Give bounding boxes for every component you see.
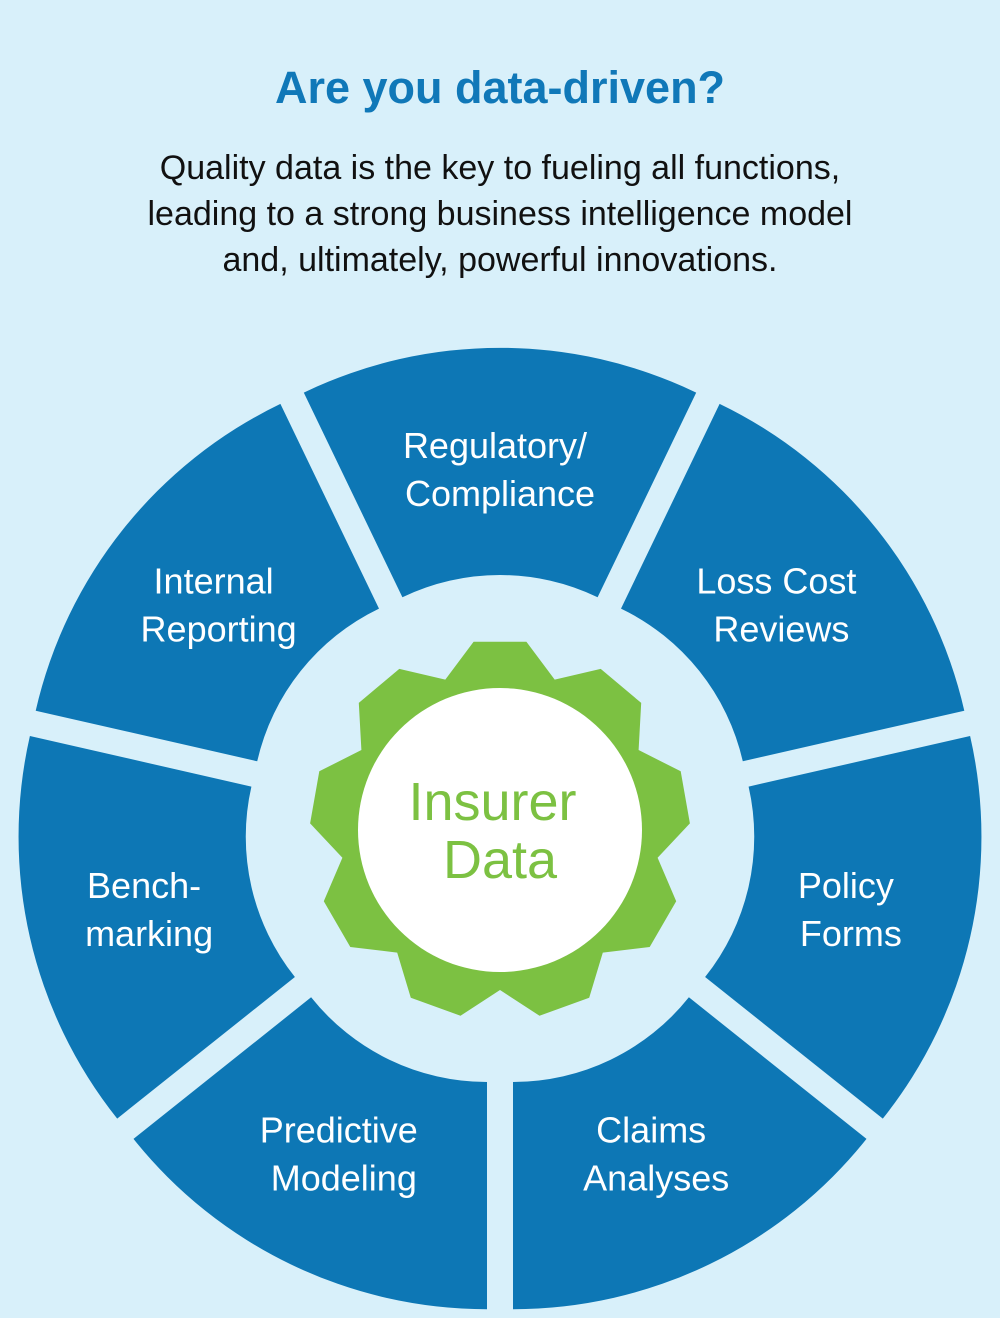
segment-shape-claims-analyses <box>513 997 867 1310</box>
segment-label-predictive-modeling: Predictive Modeling <box>260 1109 428 1198</box>
segment-loss-cost-reviews: Loss Cost Reviews <box>621 403 965 762</box>
segment-label-benchmarking: Bench- marking <box>85 865 213 954</box>
segment-label-line: Compliance <box>405 473 595 514</box>
segment-label-line: Regulatory/ <box>403 425 587 466</box>
segment-label-line: marking <box>85 913 213 954</box>
segment-benchmarking: Bench- marking <box>18 736 295 1119</box>
segment-shape-regulatory-compliance <box>303 347 697 598</box>
segment-label-line: Reviews <box>713 609 849 650</box>
segment-label-internal-reporting: Internal Reporting <box>141 561 297 650</box>
hub-center-circle <box>358 688 642 972</box>
hub: Insurer Data <box>310 641 690 1016</box>
segment-shape-predictive-modeling <box>133 997 487 1310</box>
segment-label-loss-cost-reviews: Loss Cost Reviews <box>696 561 866 650</box>
segment-label-line: Internal <box>154 561 274 602</box>
subtitle-line-2: leading to a strong business intelligenc… <box>147 195 853 233</box>
segment-label-line: Modeling <box>271 1157 417 1198</box>
segment-label-line: Analyses <box>583 1157 729 1198</box>
segment-policy-forms: Policy Forms <box>705 736 982 1119</box>
hub-label: Insurer Data <box>408 772 591 890</box>
subtitle-line-1: Quality data is the key to fueling all f… <box>159 149 841 187</box>
segment-shape-loss-cost-reviews <box>621 403 965 762</box>
segment-label-line: Policy <box>798 865 894 906</box>
segment-shape-policy-forms <box>705 736 982 1119</box>
hub-label-line: Data <box>443 830 558 890</box>
segment-label-line: Reporting <box>141 609 297 650</box>
segment-predictive-modeling: Predictive Modeling <box>133 997 487 1310</box>
segment-shape-internal-reporting <box>35 403 379 762</box>
segment-label-regulatory-compliance: Regulatory/ Compliance <box>403 425 597 514</box>
segment-internal-reporting: Internal Reporting <box>35 403 379 762</box>
hub-label-line: Insurer <box>408 772 576 832</box>
page-subtitle: Quality data is the key to fueling all f… <box>0 145 1000 283</box>
segment-label-line: Predictive <box>260 1109 418 1150</box>
segment-shape-benchmarking <box>18 736 295 1119</box>
segment-label-policy-forms: Policy Forms <box>798 865 904 954</box>
segment-label-claims-analyses: Claims Analyses <box>583 1109 729 1198</box>
segment-claims-analyses: Claims Analyses <box>513 997 867 1310</box>
subtitle-line-3: and, ultimately, powerful innovations. <box>222 241 778 279</box>
segment-regulatory-compliance: Regulatory/ Compliance <box>303 347 697 598</box>
segment-label-line: Loss Cost <box>696 561 856 602</box>
page-title: Are you data-driven? <box>274 62 726 113</box>
segment-label-line: Forms <box>800 913 902 954</box>
segment-label-line: Bench- <box>87 865 201 906</box>
segment-label-line: Claims <box>596 1109 706 1150</box>
